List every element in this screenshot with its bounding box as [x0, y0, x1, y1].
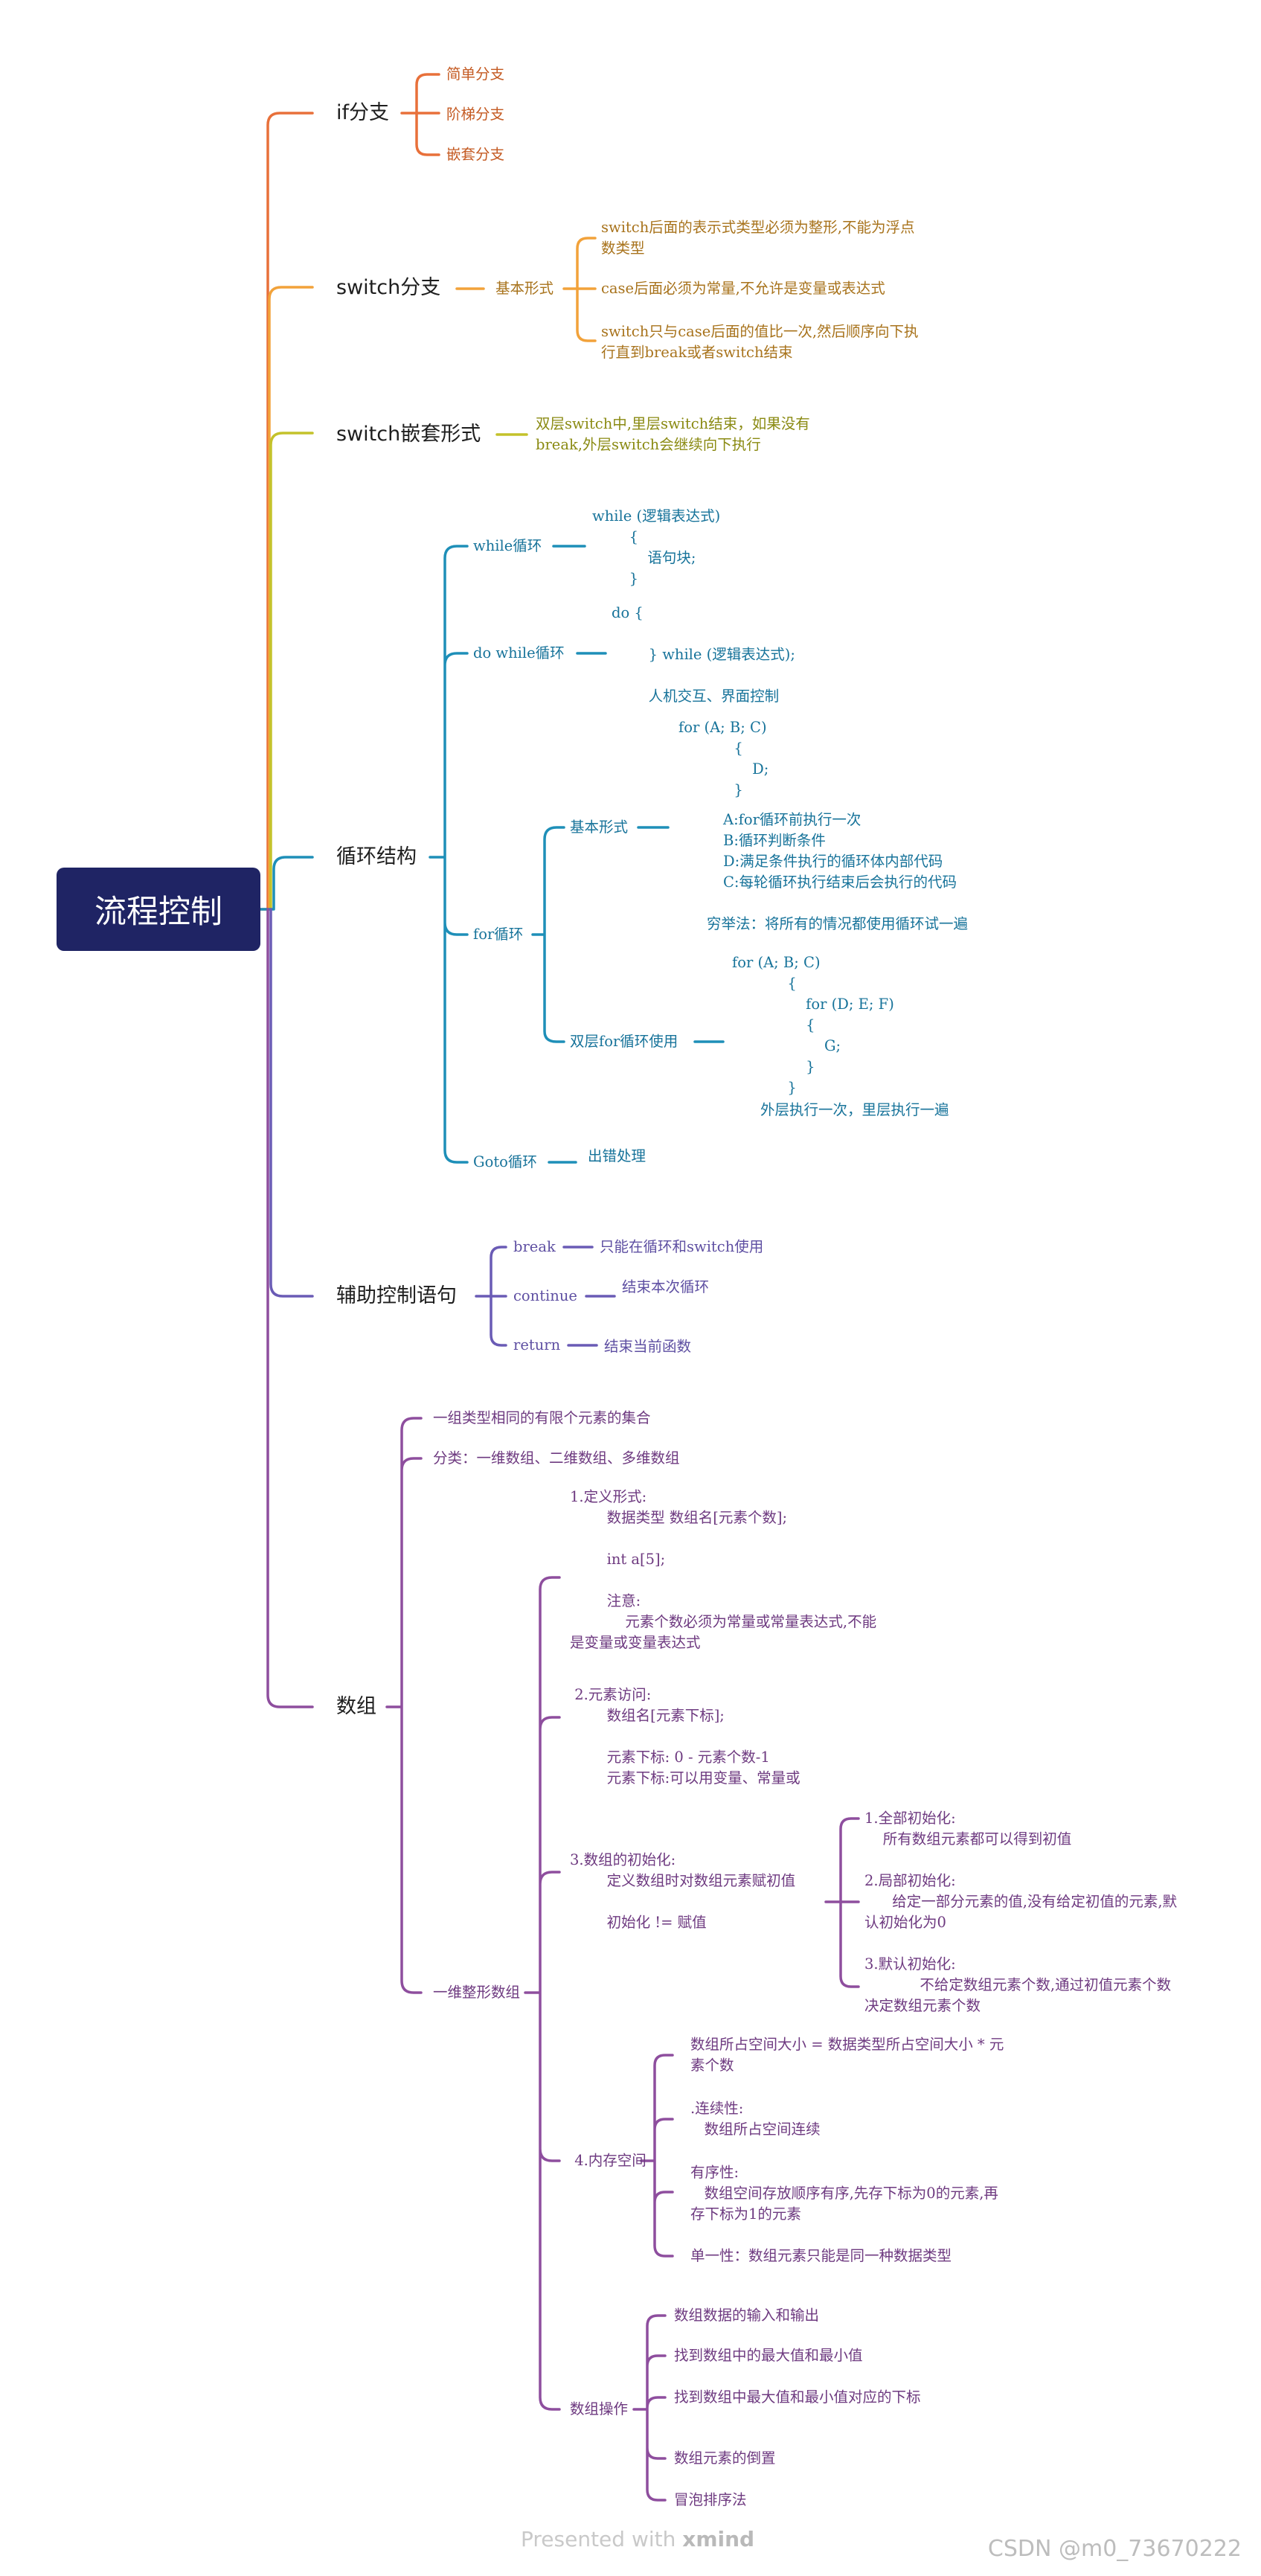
- switch-note-case[interactable]: case后面必须为常量,不允许是变量或表达式: [601, 280, 885, 297]
- for-loop-node[interactable]: for循环: [473, 926, 524, 943]
- connector-array-children: [385, 1417, 423, 1994]
- if-ladder-node[interactable]: 阶梯分支: [446, 106, 505, 123]
- return-node[interactable]: return: [513, 1336, 561, 1353]
- memory-size-note[interactable]: 数组所占空间大小 = 数据类型所占空间大小 * 元 素个数: [690, 2036, 1004, 2074]
- loop-structure-node[interactable]: 循环结构: [336, 845, 417, 868]
- switch-basic-form-node[interactable]: 基本形式: [495, 280, 554, 297]
- op-input-output[interactable]: 数组数据的输入和输出: [674, 2307, 820, 2324]
- array-node[interactable]: 数组: [336, 1695, 376, 1718]
- root-node[interactable]: 流程控制: [57, 868, 260, 951]
- do-while-code[interactable]: do { } while (逻辑表达式); 人机交互、界面控制: [612, 604, 795, 705]
- continue-node[interactable]: continue: [513, 1287, 577, 1304]
- op-max-min-index[interactable]: 找到数组中最大值和最小值对应的下标: [674, 2388, 921, 2406]
- if-branch-node[interactable]: if分支: [336, 101, 390, 124]
- array-define-form[interactable]: 1.定义形式: 数据类型 数组名[元素个数]; int a[5]; 注意: 元素…: [570, 1488, 877, 1651]
- for-double-note[interactable]: 外层执行一次，里层执行一遍: [760, 1101, 949, 1118]
- array-initialization[interactable]: 3.数组的初始化: 定义数组时对数组元素赋初值 初始化 != 赋值: [570, 1851, 796, 1931]
- connector-if-children: [400, 73, 440, 156]
- goto-note[interactable]: 出错处理: [588, 1147, 646, 1164]
- goto-loop-node[interactable]: Goto循环: [473, 1153, 537, 1170]
- connector-ops-children: [632, 2314, 667, 2502]
- xmind-logo: xmind: [682, 2527, 755, 2551]
- array-operations-node[interactable]: 数组操作: [570, 2400, 629, 2418]
- connector-loop-children: [429, 545, 469, 1164]
- memory-continuity-note[interactable]: .连续性: 数组所占空间连续: [690, 2100, 821, 2138]
- connector-init-children: [824, 1817, 860, 1988]
- init-full[interactable]: 1.全部初始化: 所有数组元素都可以得到初值: [864, 1810, 1072, 1848]
- init-default[interactable]: 3.默认初始化: 不给定数组元素个数,通过初值元素个数 决定数组元素个数: [864, 1955, 1172, 2014]
- for-double-node[interactable]: 双层for循环使用: [570, 1033, 678, 1050]
- one-dim-int-array-node[interactable]: 一维整形数组: [433, 1984, 521, 2001]
- memory-single-note[interactable]: 单一性：数组元素只能是同一种数据类型: [690, 2247, 952, 2264]
- connector-memory-children: [640, 2054, 674, 2258]
- for-basic-code[interactable]: for (A; B; C) { D; }: [678, 719, 769, 798]
- break-node[interactable]: break: [513, 1238, 556, 1255]
- if-simple-node[interactable]: 简单分支: [446, 65, 505, 83]
- connector-for-children: [531, 826, 565, 1043]
- connector-switch-notes: [562, 237, 597, 342]
- connector-loop: [259, 856, 314, 911]
- continue-desc[interactable]: 结束本次循环: [622, 1278, 710, 1295]
- aux-control-node[interactable]: 辅助控制语句: [336, 1284, 457, 1307]
- connector-switch: [268, 286, 314, 911]
- for-basic-desc[interactable]: A:for循环前执行一次 B:循环判断条件 D:满足条件执行的循环体内部代码 C…: [723, 811, 957, 891]
- init-partial[interactable]: 2.局部初始化: 给定一部分元素的值,没有给定初值的元素,默 认初始化为0: [864, 1872, 1178, 1931]
- while-code[interactable]: while (逻辑表达式) { 语句块; }: [592, 507, 721, 587]
- op-reverse[interactable]: 数组元素的倒置: [674, 2450, 776, 2467]
- do-while-loop-node[interactable]: do while循环: [473, 644, 565, 661]
- break-desc[interactable]: 只能在循环和switch使用: [600, 1238, 764, 1255]
- connector-one-dim-children: [524, 1576, 561, 2411]
- while-loop-node[interactable]: while循环: [473, 537, 542, 554]
- for-double-code[interactable]: for (A; B; C) { for (D; E; F) { G; } }: [732, 954, 894, 1096]
- switch-note-type[interactable]: switch后面的表示式类型必须为整形,不能为浮点 数类型: [601, 219, 915, 257]
- array-types-note[interactable]: 分类：一维数组、二维数组、多维数组: [433, 1449, 680, 1467]
- connector-aux-children: [475, 1246, 507, 1347]
- connector-array: [266, 908, 314, 1708]
- op-bubble-sort[interactable]: 冒泡排序法: [674, 2491, 747, 2508]
- exhaustive-method-note[interactable]: 穷举法：将所有的情况都使用循环试一遍: [707, 915, 969, 932]
- connector-if: [259, 112, 314, 911]
- switch-branch-node[interactable]: switch分支: [336, 276, 441, 299]
- presented-with-footer: Presented with xmind: [521, 2527, 754, 2551]
- connector-switch-nested: [269, 432, 314, 911]
- return-desc[interactable]: 结束当前函数: [604, 1338, 692, 1355]
- op-max-min[interactable]: 找到数组中的最大值和最小值: [674, 2347, 863, 2364]
- memory-space-node[interactable]: 4.内存空间: [570, 2152, 646, 2169]
- csdn-watermark: CSDN @m0_73670222: [987, 2536, 1242, 2562]
- for-basic-form-node[interactable]: 基本形式: [570, 818, 629, 836]
- switch-note-order[interactable]: switch只与case后面的值比一次,然后顺序向下执 行直到break或者sw…: [601, 323, 919, 361]
- switch-nested-node[interactable]: switch嵌套形式: [336, 423, 481, 446]
- array-element-access[interactable]: 2.元素访问: 数组名[元素下标]; 元素下标: 0 - 元素个数-1 元素下标…: [574, 1686, 800, 1787]
- connector-aux: [269, 908, 314, 1298]
- array-definition-note[interactable]: 一组类型相同的有限个元素的集合: [433, 1409, 651, 1426]
- root-label: 流程控制: [94, 894, 222, 931]
- footer-prefix: Presented with: [521, 2527, 683, 2551]
- if-nested-node[interactable]: 嵌套分支: [446, 146, 505, 163]
- switch-nested-note[interactable]: 双层switch中,里层switch结束，如果没有 break,外层switch…: [536, 415, 810, 453]
- memory-order-note[interactable]: 有序性: 数组空间存放顺序有序,先存下标为0的元素,再 存下标为1的元素: [690, 2164, 998, 2223]
